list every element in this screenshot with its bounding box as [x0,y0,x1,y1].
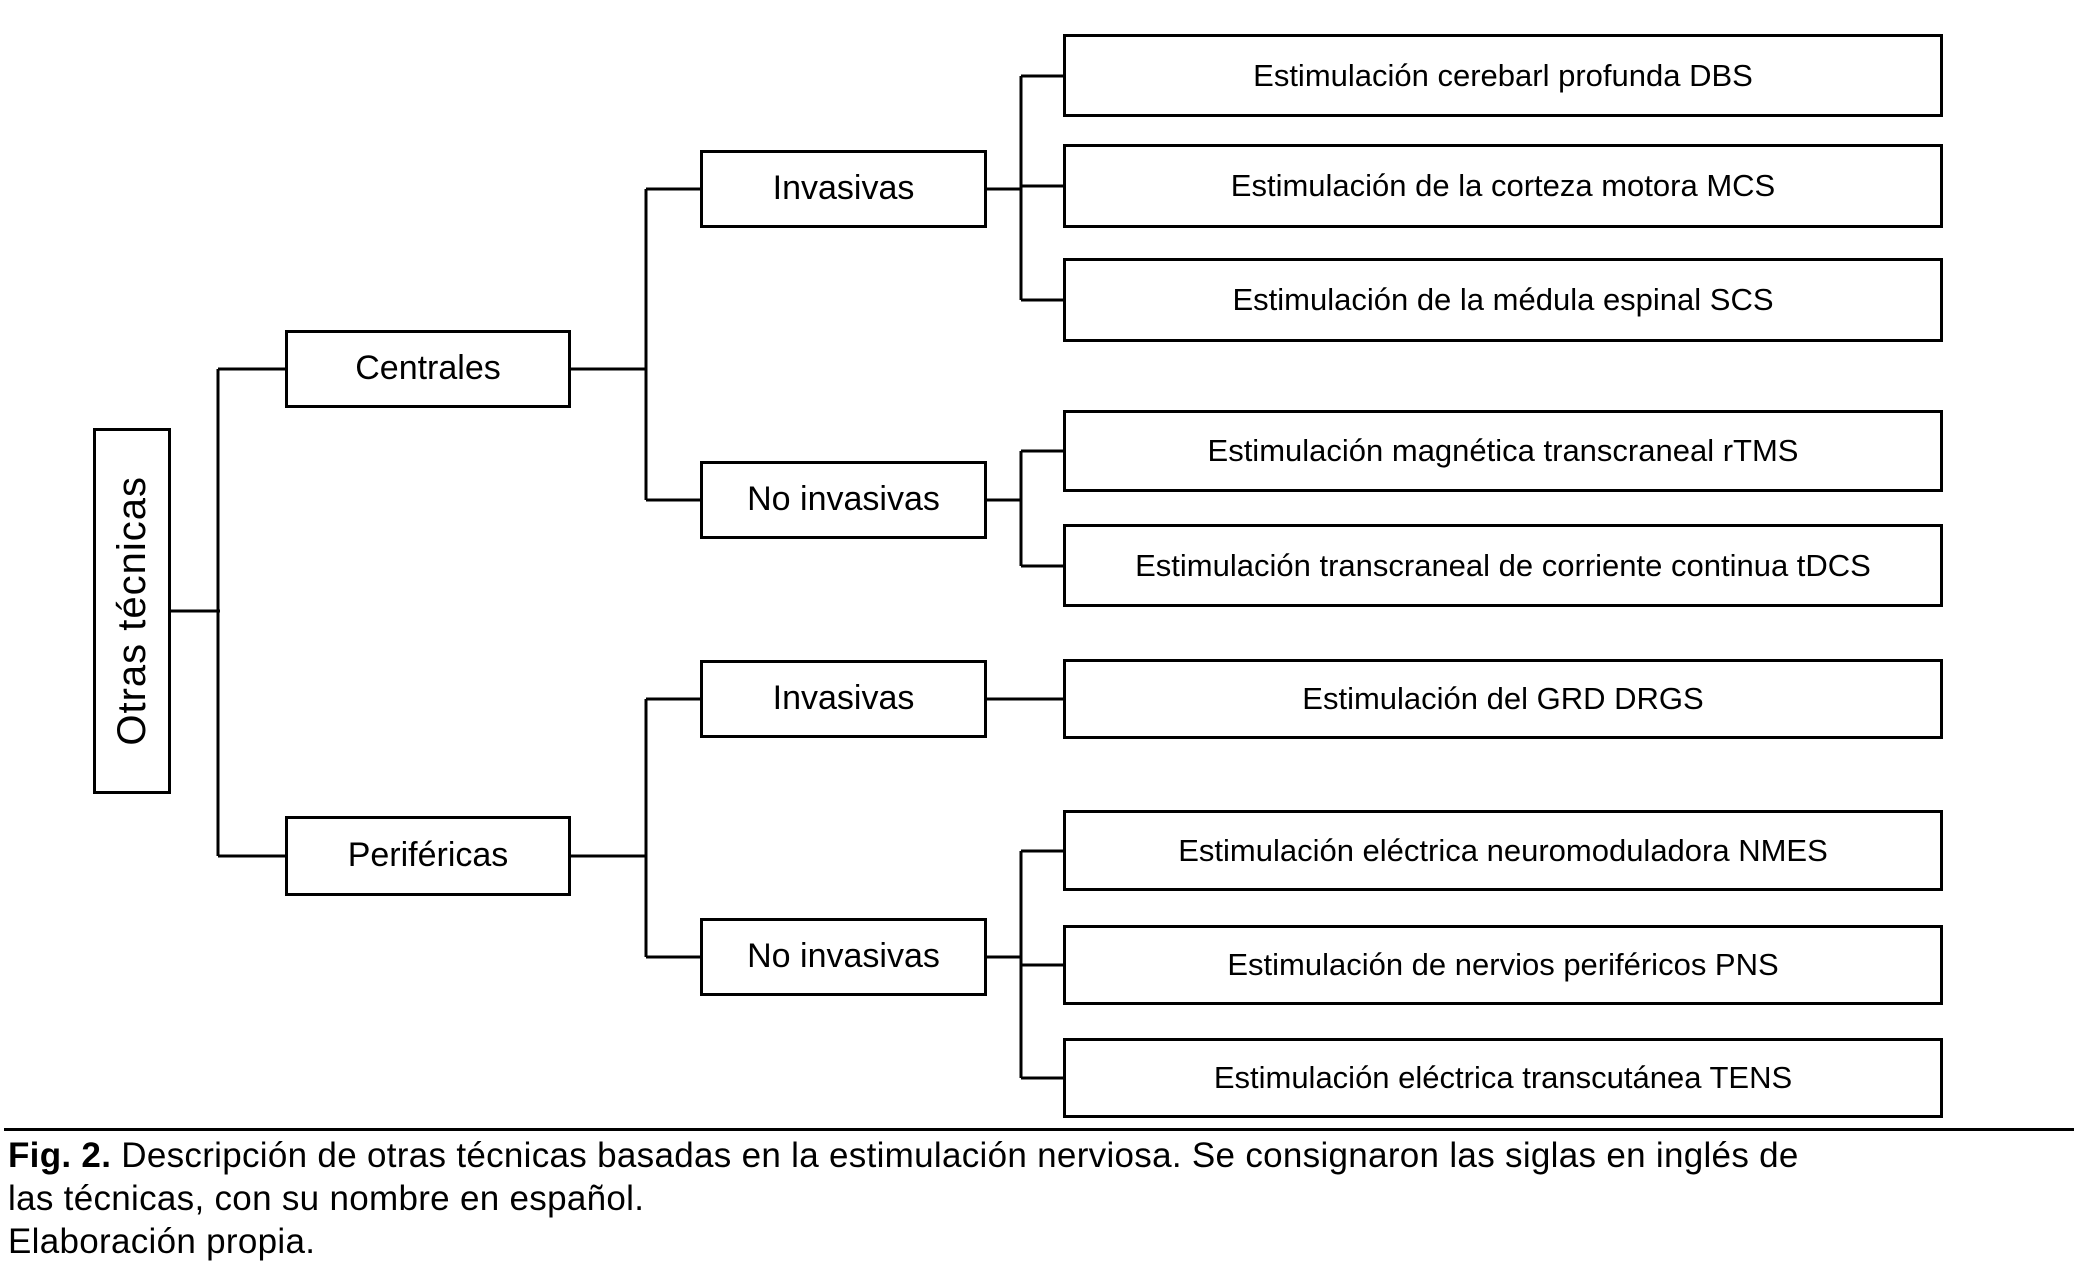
node-otras-tecnicas: Otras técnicas [93,428,171,794]
leaf-mcs: Estimulación de la corteza motora MCS [1063,144,1943,228]
node-centrales-invasivas: Invasivas [700,150,987,228]
node-centrales-no-invasivas: No invasivas [700,461,987,539]
caption-line-2: las técnicas, con su nombre en español. [8,1179,645,1218]
caption-fig-label: Fig. 2. [8,1136,112,1175]
figure-caption: Fig. 2. Descripción de otras técnicas ba… [8,1134,2074,1263]
caption-line-3: Elaboración propia. [8,1222,316,1261]
leaf-pns: Estimulación de nervios periféricos PNS [1063,925,1943,1005]
caption-line-1: Fig. 2. Descripción de otras técnicas ba… [8,1134,2074,1177]
leaf-tdcs: Estimulación transcraneal de corriente c… [1063,524,1943,607]
leaf-tens: Estimulación eléctrica transcutánea TENS [1063,1038,1943,1118]
caption-line-1-text: Descripción de otras técnicas basadas en… [111,1136,1799,1175]
leaf-drgs: Estimulación del GRD DRGS [1063,659,1943,739]
leaf-dbs: Estimulación cerebarl profunda DBS [1063,34,1943,117]
node-centrales: Centrales [285,330,571,408]
leaf-nmes: Estimulación eléctrica neuromoduladora N… [1063,810,1943,891]
node-perifericas-no-invasivas: No invasivas [700,918,987,996]
node-otras-tecnicas-label: Otras técnicas [110,476,154,746]
node-perifericas-invasivas: Invasivas [700,660,987,738]
leaf-scs: Estimulación de la médula espinal SCS [1063,258,1943,342]
leaf-rtms: Estimulación magnética transcraneal rTMS [1063,410,1943,492]
caption-divider [4,1128,2074,1131]
node-perifericas: Periféricas [285,816,571,896]
